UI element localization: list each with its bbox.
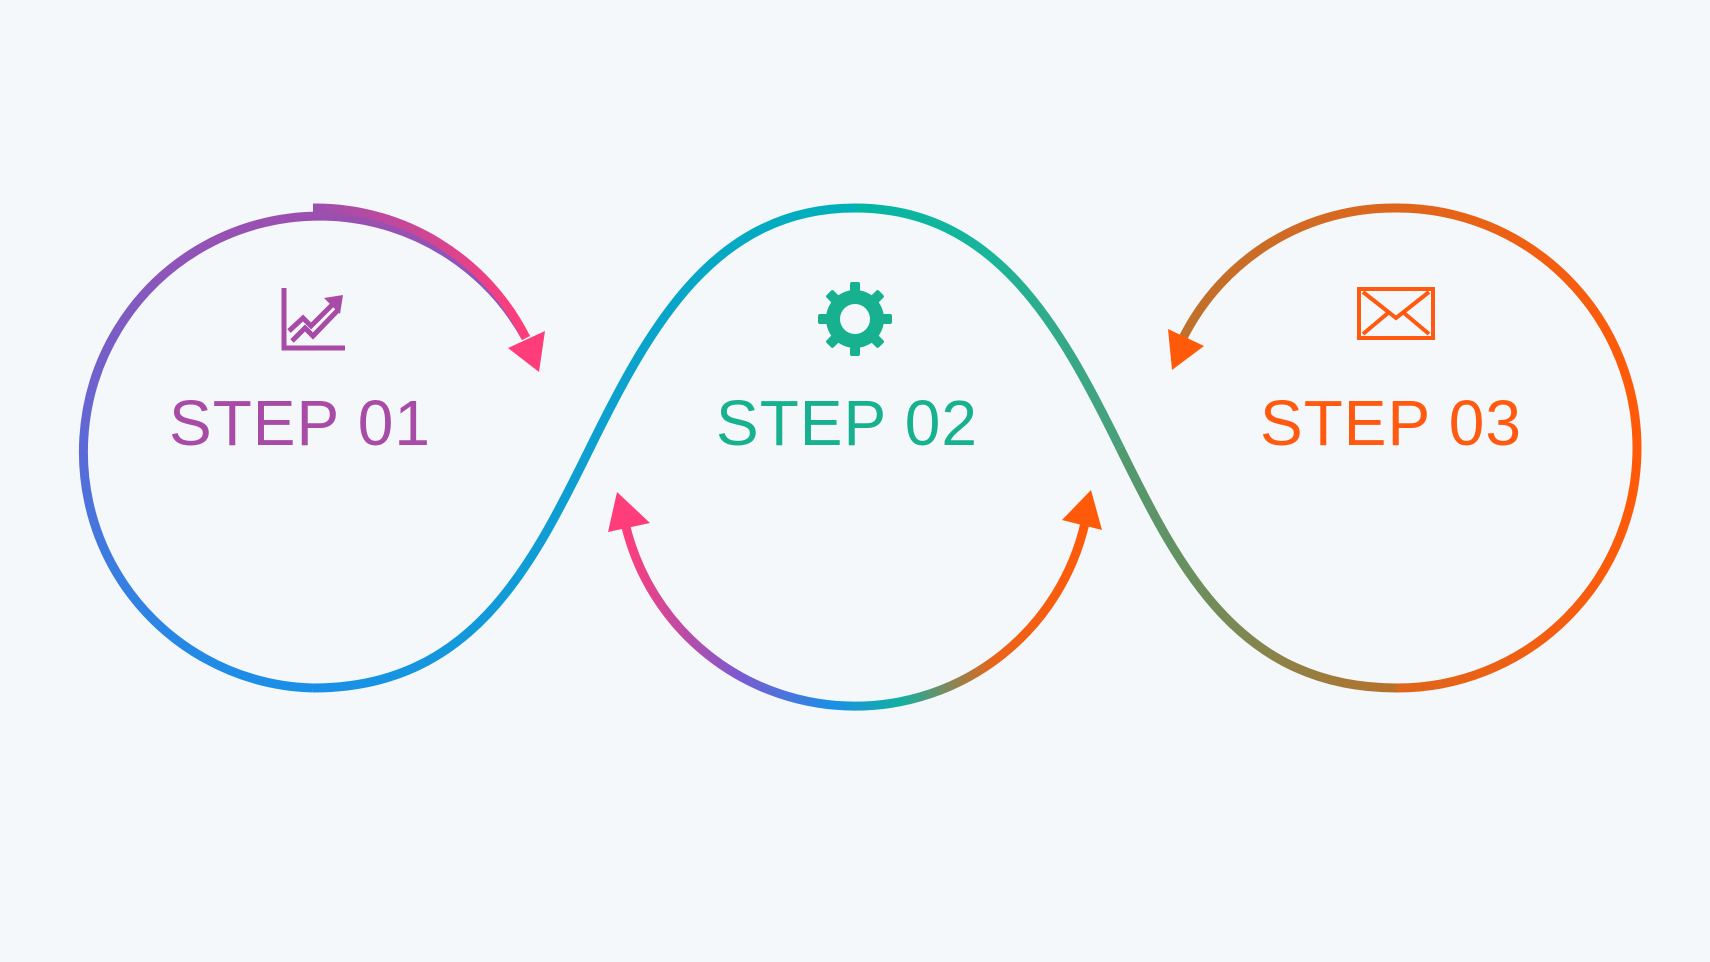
chart-icon [281, 288, 345, 351]
arrow-head-step1 [508, 331, 545, 372]
step-3-label: STEP 03 [1260, 387, 1522, 459]
arrow-head-back-right [1062, 490, 1102, 530]
envelope-icon [1357, 287, 1435, 340]
left-loop-path [78, 211, 530, 693]
left-top-arc-path [312, 203, 531, 341]
swoosh-up-path [312, 203, 856, 693]
swoosh-down-path [1115, 446, 1398, 693]
gear-icon [818, 282, 892, 356]
step-2-label: STEP 02 [716, 387, 978, 459]
arrow-head-back-left [608, 492, 650, 532]
arrow-head-step3 [1168, 329, 1204, 370]
center-bottom-arc-path [620, 521, 1090, 711]
center-top-arc-path [854, 203, 1125, 450]
right-loop-path [1178, 203, 1642, 693]
step-1-label: STEP 01 [169, 387, 431, 459]
